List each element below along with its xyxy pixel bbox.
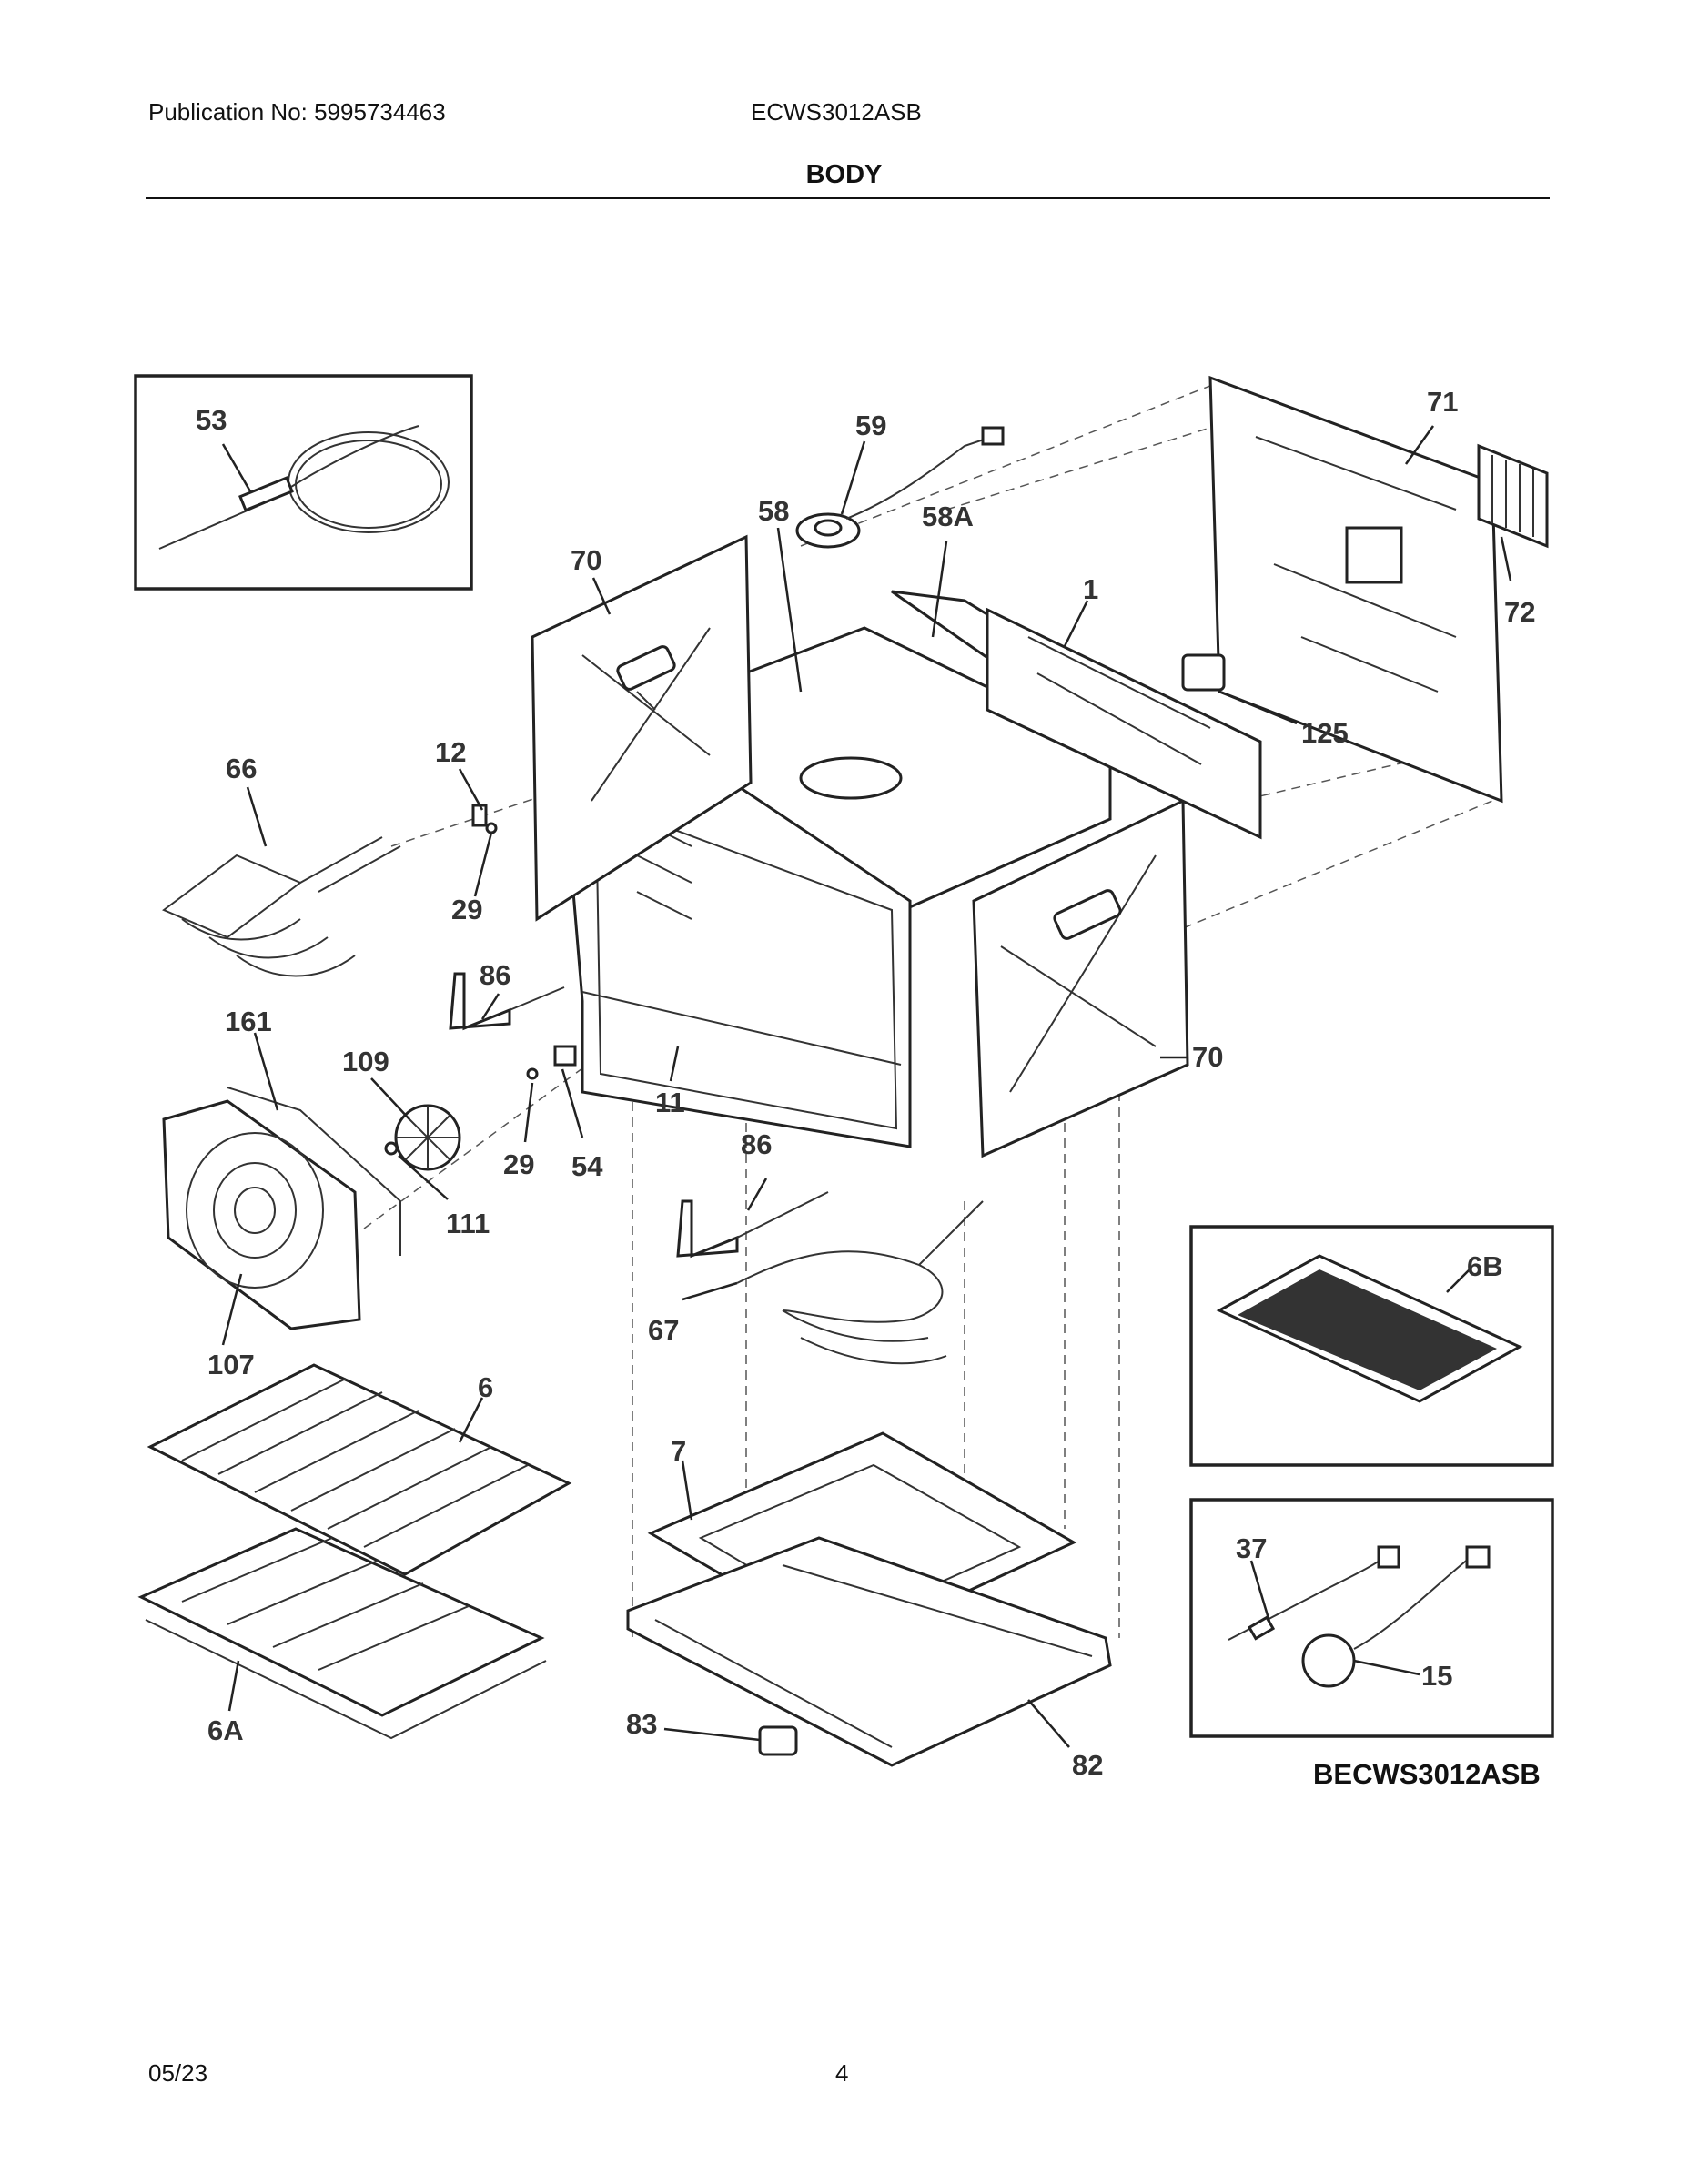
callout-6: 6	[478, 1371, 493, 1403]
callout-59: 59	[855, 410, 886, 441]
callout-11: 11	[655, 1087, 685, 1118]
vent-grille	[1477, 443, 1549, 549]
convection-fan-blade	[394, 1104, 461, 1171]
steam-generator-disc	[795, 426, 1005, 549]
callout-70-upper: 70	[571, 544, 601, 576]
screw-upper	[485, 822, 498, 834]
callout-72: 72	[1504, 596, 1535, 628]
callout-82: 82	[1072, 1749, 1103, 1781]
publication-number: Publication No: 5995734463	[148, 98, 446, 126]
callout-54: 54	[571, 1150, 603, 1182]
oven-base-tray	[626, 1536, 1112, 1767]
callout-70-lower: 70	[1192, 1041, 1223, 1073]
callout-1: 1	[1083, 573, 1098, 605]
meat-probe	[158, 425, 450, 550]
element-bracket-upper	[449, 972, 565, 1031]
diagram-code: BECWS3012ASB	[1313, 1758, 1541, 1790]
steam-pan	[1216, 1254, 1523, 1403]
fan-nut	[384, 1141, 399, 1156]
section-title: BODY	[805, 160, 883, 189]
rear-cover	[1208, 375, 1503, 804]
broil-element	[162, 836, 401, 977]
callout-125: 125	[1301, 717, 1349, 749]
sliding-rack	[137, 1527, 547, 1740]
side-panel-right	[972, 798, 1189, 1158]
temperature-sensor	[1228, 1545, 1400, 1641]
connector-block	[1181, 653, 1226, 692]
callout-107: 107	[207, 1349, 255, 1380]
fan-motor-mount	[553, 1045, 577, 1067]
bottom-clip	[758, 1725, 798, 1756]
callout-6B: 6B	[1467, 1250, 1503, 1282]
callout-labels: 53 59 58 58A 71 72 70 1 125 66 12 29 86 …	[196, 386, 1535, 1781]
side-panel-left	[531, 534, 753, 922]
callout-67: 67	[648, 1314, 679, 1346]
callout-71: 71	[1427, 386, 1458, 418]
callout-37: 37	[1236, 1532, 1267, 1564]
page-number: 4	[835, 2059, 849, 2087]
inset-box-probe	[134, 374, 473, 591]
callout-111: 111	[446, 1208, 490, 1239]
bake-element	[736, 1200, 984, 1365]
callout-6A: 6A	[207, 1714, 244, 1746]
oven-rack	[147, 1363, 572, 1576]
callout-29-lower: 29	[503, 1148, 534, 1180]
model-number: ECWS3012ASB	[751, 98, 922, 126]
light-socket	[471, 804, 488, 827]
convection-fan-housing	[162, 1087, 401, 1330]
callout-7: 7	[671, 1435, 686, 1467]
callout-15: 15	[1421, 1660, 1452, 1692]
callout-58A: 58A	[922, 500, 974, 532]
header-rule	[146, 197, 1550, 199]
callout-86-lower: 86	[741, 1128, 772, 1160]
element-bracket-lower	[676, 1191, 829, 1259]
callout-53: 53	[196, 404, 227, 436]
callout-66: 66	[226, 753, 257, 784]
callout-86-upper: 86	[480, 959, 510, 991]
callout-29-upper: 29	[451, 894, 482, 925]
callout-58: 58	[758, 495, 789, 527]
inset-box-sensors	[1189, 1498, 1554, 1738]
callout-83: 83	[626, 1708, 657, 1740]
back-panel	[986, 607, 1262, 840]
callout-leader-lines	[221, 425, 1512, 1748]
screw-lower	[526, 1067, 539, 1080]
footer-date: 05/23	[148, 2059, 208, 2087]
callout-12: 12	[435, 736, 466, 768]
callout-161: 161	[225, 1006, 272, 1037]
assembly-guide-lines	[363, 381, 1493, 1638]
callout-109: 109	[342, 1046, 389, 1077]
